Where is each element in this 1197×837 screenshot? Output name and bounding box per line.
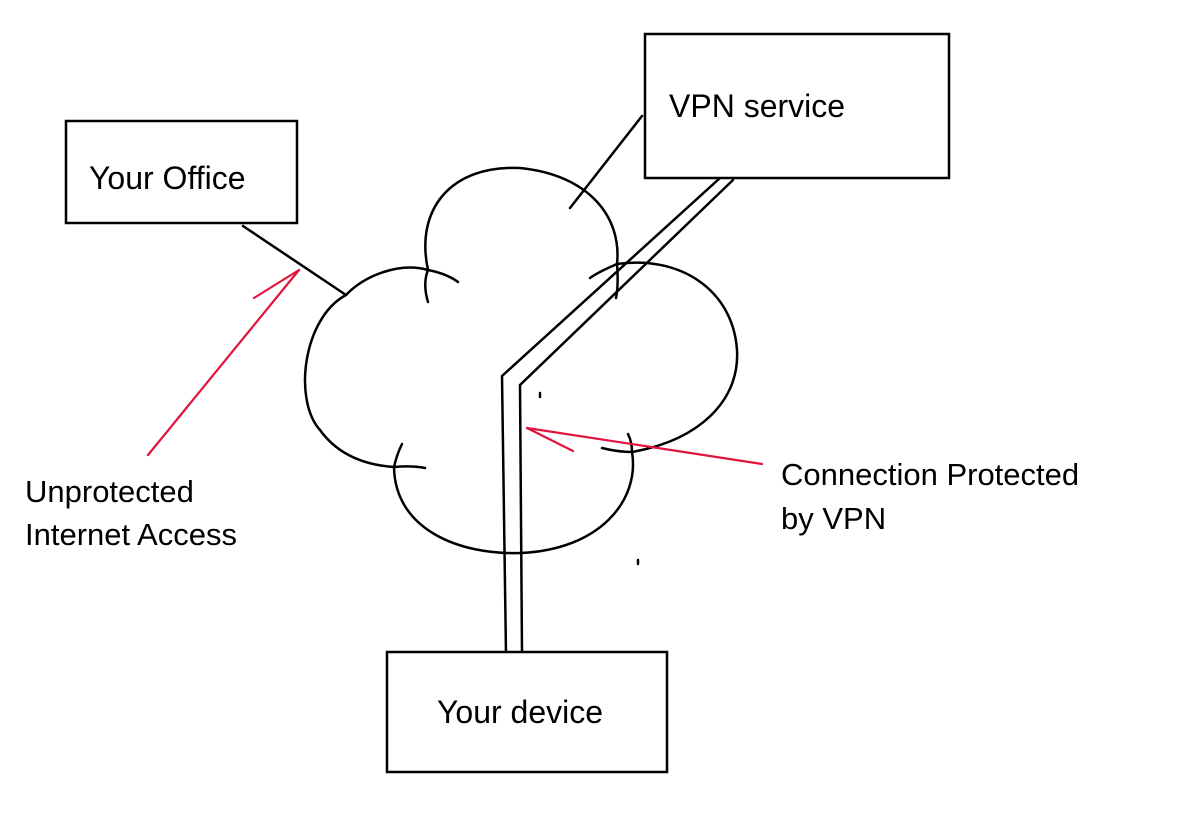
vpn-service-node: VPN service (643, 32, 951, 180)
vpn-service-label: VPN service (669, 88, 845, 124)
unprotected-label-line1: Unprotected (25, 474, 194, 509)
unprotected-arrow-head (252, 268, 301, 300)
vpn-tunnel (500, 176, 735, 657)
cloud-inner-stroke (588, 262, 619, 280)
cloud-inner-stroke (600, 446, 634, 454)
internet-cloud (303, 166, 739, 555)
unprotected-annotation: Unprotected Internet Access (25, 474, 237, 552)
protected-annotation: Connection Protected by VPN (781, 457, 1079, 536)
vpn-service-box (643, 32, 951, 180)
device-box (385, 650, 669, 774)
vpn-service-connection-line (568, 114, 644, 210)
protected-label-line2: by VPN (781, 501, 886, 536)
cloud-outline (303, 166, 739, 555)
protected-arrow-shaft (525, 426, 764, 466)
office-box (64, 119, 299, 225)
unprotected-arrow (146, 268, 301, 457)
cloud-inner-stroke (392, 442, 404, 469)
protected-arrow (525, 426, 764, 466)
cloud-inner-stroke (392, 465, 427, 470)
device-label: Your device (437, 694, 603, 730)
vpn-tunnel-line-inner (518, 178, 735, 654)
unprotected-arrow-shaft (146, 268, 301, 457)
cloud-inner-stroke (614, 262, 619, 300)
unprotected-label-line2: Internet Access (25, 517, 237, 552)
office-label: Your Office (89, 160, 246, 196)
device-node: Your device (385, 650, 669, 774)
office-node: Your Office (64, 119, 299, 225)
cloud-inner-stroke (426, 268, 460, 284)
protected-arrow-head (525, 426, 575, 453)
vpn-tunnel-line-outer (500, 176, 722, 657)
cloud-inner-stroke (424, 268, 430, 304)
protected-label-line1: Connection Protected (781, 457, 1079, 492)
office-connection-line (241, 224, 348, 297)
